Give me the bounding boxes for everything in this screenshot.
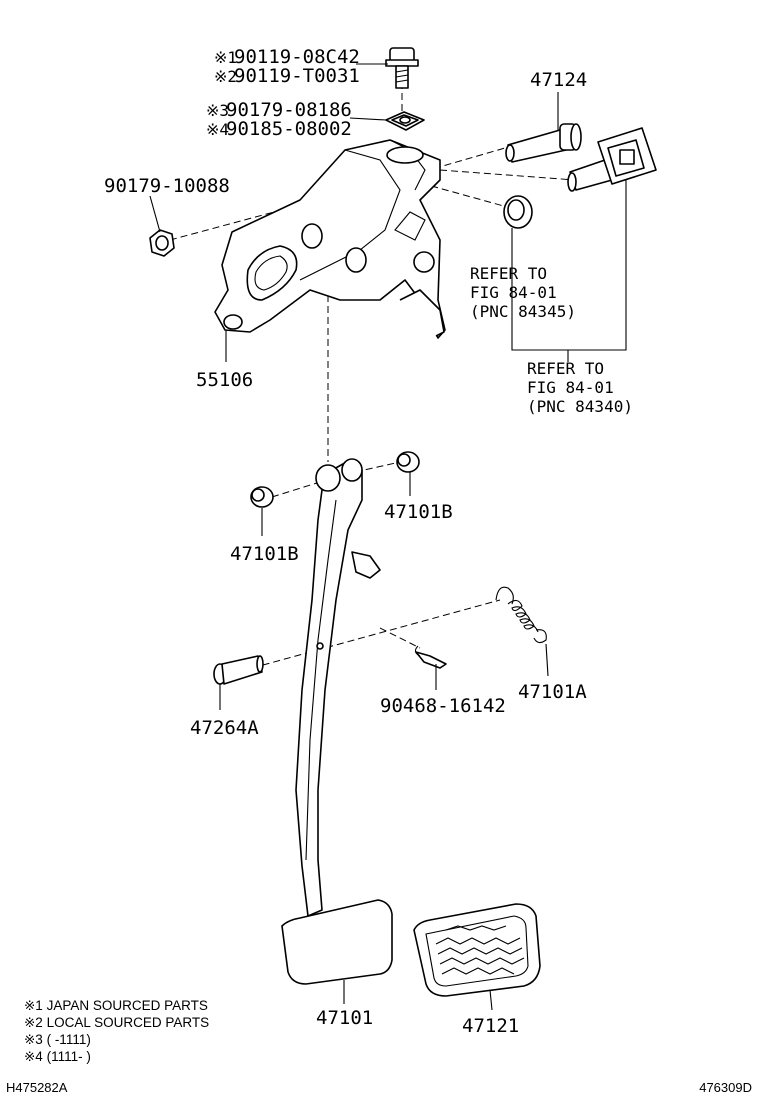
bracket-part [214,139,446,339]
label-pin-top: 47124 [530,69,587,91]
ref1-line2: FIG 84-01 [470,283,557,302]
label-bolt-a: 90119-08C42 [234,46,360,68]
ref1-line1: REFER TO [470,264,547,283]
label-pedal-pad: 47121 [462,1015,519,1037]
leader-lines [149,63,627,1011]
part-labels: ※1 90119-08C42 ※2 90119-T0031 ※3 90179-0… [104,46,587,1037]
nut-left-part [149,229,175,257]
mark-1: ※1 [214,48,237,67]
ref2-line2: FIG 84-01 [527,378,614,397]
ref2-line1: REFER TO [527,359,604,378]
mark-2: ※2 [214,67,237,86]
pedal-arm-part [295,458,381,917]
label-bracket: 55106 [196,369,253,391]
label-bushing-left: 47101B [230,543,299,565]
label-bolt-b: 90119-T0031 [234,65,360,87]
nut-plate-part [385,111,425,131]
label-pivot-pin: 47264A [190,717,259,739]
note-1: ※1 JAPAN SOURCED PARTS [24,998,208,1013]
mark-3: ※3 [206,101,229,120]
clip-part [414,645,447,669]
ref1-line3: (PNC 84345) [470,302,576,321]
mark-4: ※4 [206,120,229,139]
label-pedal: 47101 [316,1007,373,1029]
sourcing-notes: ※1 JAPAN SOURCED PARTS ※2 LOCAL SOURCED … [24,998,209,1064]
ref2-line3: (PNC 84340) [527,397,633,416]
label-nut-left: 90179-10088 [104,175,230,197]
bushing-left-part [250,486,274,508]
pedal-pad-mount-part [281,899,393,985]
label-nut-b: 90185-08002 [226,118,352,140]
footer-right-code: 476309D [699,1080,752,1095]
bushing-switch-part [503,195,533,229]
label-nut-a: 90179-08186 [226,99,352,121]
bushing-right-part [396,451,420,473]
reference-note-1: REFER TO FIG 84-01 (PNC 84345) [470,264,576,321]
reference-note-2: REFER TO FIG 84-01 (PNC 84340) [527,359,633,416]
footer-left-code: H475282A [6,1080,68,1095]
pivot-pin-part [213,655,264,685]
label-spring: 47101A [518,681,587,703]
bolt-part [385,47,419,89]
spring-part [495,586,547,644]
label-bushing-right: 47101B [384,501,453,523]
switch-part [567,127,657,192]
note-2: ※2 LOCAL SOURCED PARTS [24,1015,209,1030]
pin-top-part [505,123,582,163]
note-3: ※3 ( -1111) [24,1032,91,1047]
pedal-cover-part [413,903,541,997]
label-clip: 90468-16142 [380,695,506,717]
note-4: ※4 (1111- ) [24,1049,91,1064]
